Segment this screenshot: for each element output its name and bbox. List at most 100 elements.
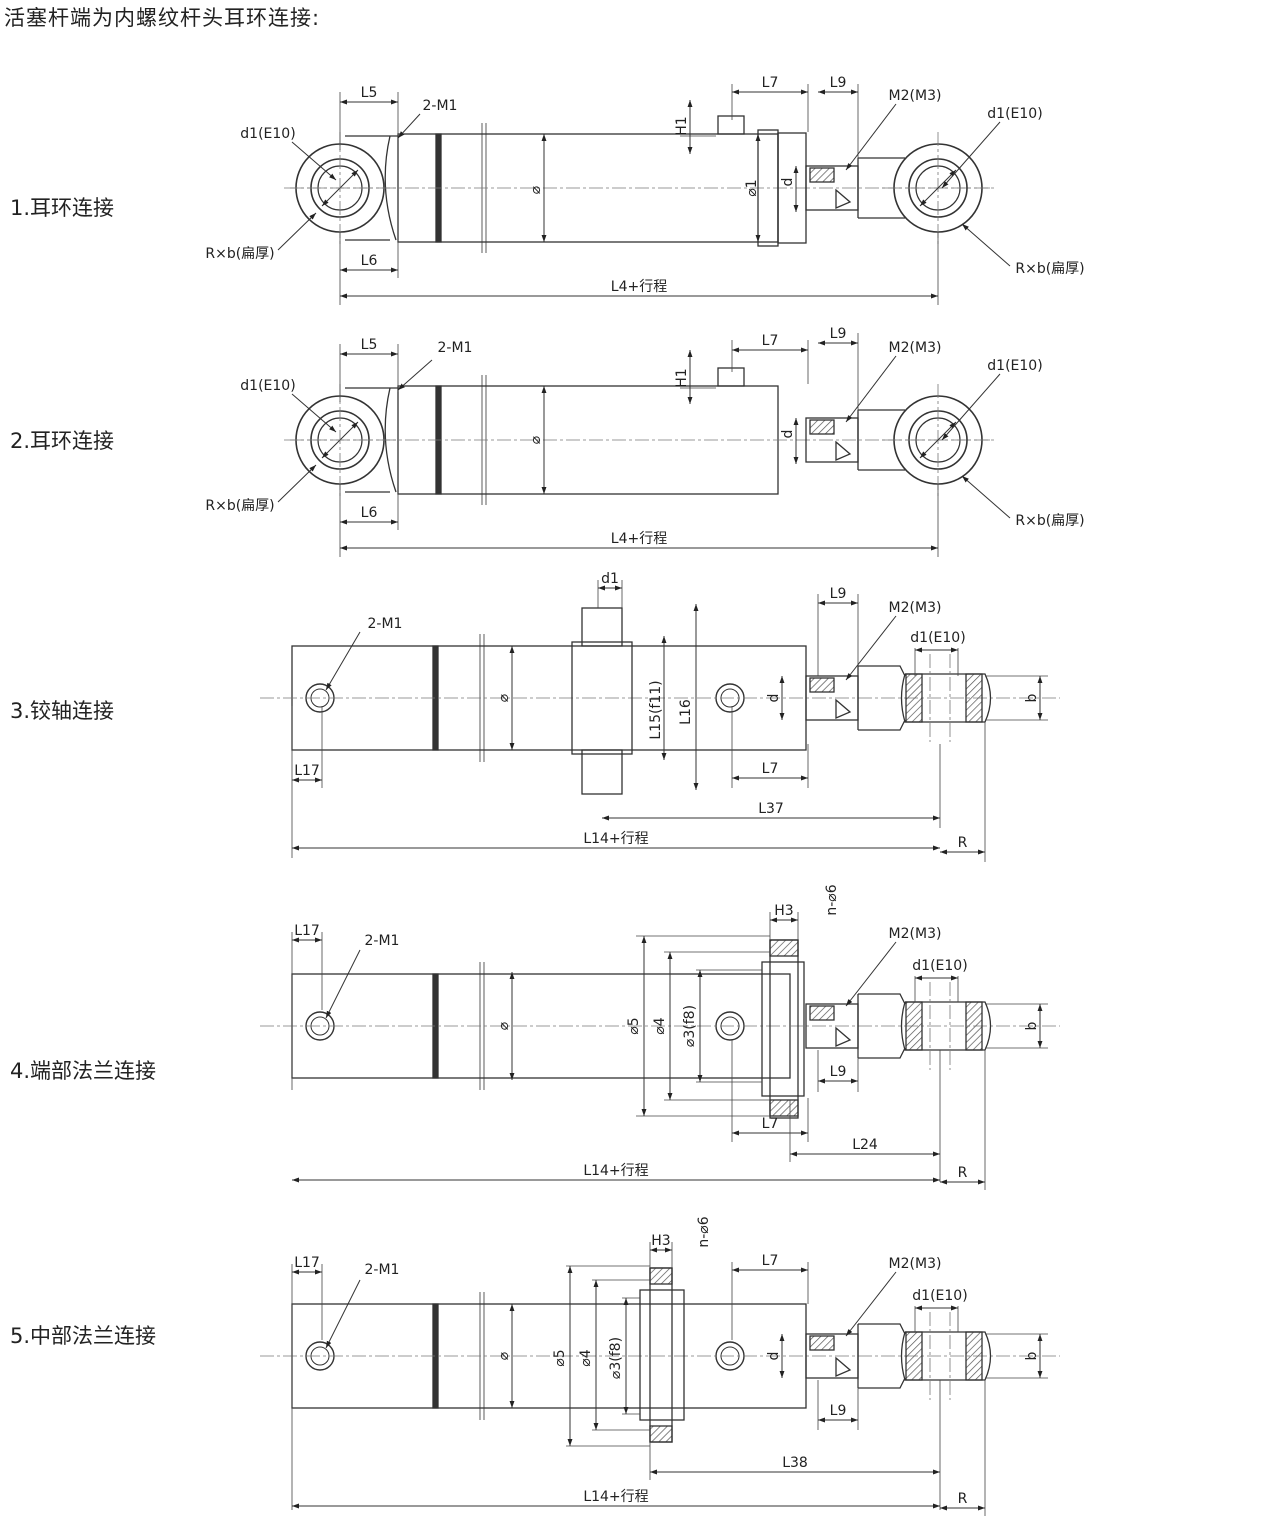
thread-chamfer xyxy=(835,1356,852,1377)
rod-eye-neck xyxy=(857,409,905,471)
leader-line xyxy=(845,615,897,681)
thread-chamfer xyxy=(835,188,852,209)
thread-hatch xyxy=(809,167,835,183)
dimension-label: d xyxy=(766,1352,782,1361)
dimension-label: d1 xyxy=(601,571,619,587)
dimension-label: L7 xyxy=(762,1116,779,1132)
leader-line xyxy=(941,121,1001,189)
leader-line xyxy=(277,464,317,503)
thread-hatch xyxy=(809,677,835,693)
dimension-label: d1(E10) xyxy=(910,630,965,646)
thread-chamfer xyxy=(835,440,852,461)
dimension-label: L9 xyxy=(830,586,847,602)
dimension-label: L17 xyxy=(294,923,320,939)
dimension-label: 2-M1 xyxy=(365,1262,400,1278)
dimension-label: d xyxy=(766,694,782,703)
dimension-label: n-⌀6 xyxy=(696,1216,712,1247)
dimension-label: ⌀ xyxy=(496,1021,512,1030)
dimension-label: H1 xyxy=(674,368,690,387)
trunnion-block xyxy=(571,641,633,755)
bore-hatch xyxy=(905,1001,923,1051)
leader-line xyxy=(845,941,897,1007)
bore-hatch xyxy=(965,1001,983,1051)
leader-line xyxy=(845,355,897,423)
thread-chamfer xyxy=(835,698,852,719)
leader-line xyxy=(325,1279,361,1349)
dimension-label: ⌀ xyxy=(496,1351,512,1360)
thread-hatch xyxy=(809,1005,835,1021)
port-boss xyxy=(717,115,745,135)
dimension-line xyxy=(919,421,957,459)
dimension-label: L17 xyxy=(294,1255,320,1271)
dimension-label: L5 xyxy=(361,85,378,101)
dimension-label: L7 xyxy=(762,1253,779,1269)
dimension-label: 2-M1 xyxy=(438,340,473,356)
dimension-label: L14+行程 xyxy=(583,831,648,847)
section-label-3: 3.铰轴连接 xyxy=(10,699,115,723)
thread-hatch xyxy=(809,1335,835,1351)
section-label-1: 1.耳环连接 xyxy=(10,196,115,220)
dimension-label: L16 xyxy=(678,699,694,725)
rod-end-neck xyxy=(857,1323,906,1389)
bolt-hole-hatch xyxy=(649,1425,673,1443)
dimension-label: ⌀4 xyxy=(652,1017,668,1034)
dimension-label: ⌀3(f8) xyxy=(682,1005,698,1047)
dimension-label: R xyxy=(958,1491,968,1507)
leader-line xyxy=(845,1271,897,1337)
dimension-label: H3 xyxy=(651,1233,670,1249)
section-label-5: 5.中部法兰连接 xyxy=(10,1324,157,1348)
dimension-label: H1 xyxy=(674,116,690,135)
flange-hub xyxy=(761,961,805,1097)
leader-line xyxy=(291,393,337,433)
dimension-label: L7 xyxy=(762,333,779,349)
dimension-label: d xyxy=(780,430,796,439)
leader-line xyxy=(845,103,897,171)
dimension-label: ⌀ xyxy=(528,435,544,444)
dimension-label: M2(M3) xyxy=(889,926,942,942)
dimension-label: L17 xyxy=(294,763,320,779)
dimension-label: d1(E10) xyxy=(240,378,295,394)
section-label-4: 4.端部法兰连接 xyxy=(10,1059,157,1083)
dimension-label: d1(E10) xyxy=(912,1288,967,1304)
dimension-label: ⌀ xyxy=(496,693,512,702)
dimension-label: R×b(扁厚) xyxy=(205,498,274,514)
dimension-label: d xyxy=(780,178,796,187)
dimension-label: ⌀4 xyxy=(578,1349,594,1366)
dimension-label: H3 xyxy=(774,903,793,919)
dimension-label: L7 xyxy=(762,761,779,777)
dimension-label: ⌀ xyxy=(528,185,544,194)
dimension-label: b xyxy=(1024,1021,1040,1030)
dimension-label: R xyxy=(958,835,968,851)
dimension-label: L24 xyxy=(852,1137,878,1153)
dimension-label: L9 xyxy=(830,75,847,91)
bore-hatch xyxy=(905,673,923,723)
leader-line xyxy=(961,223,1011,267)
dimension-label: L14+行程 xyxy=(583,1163,648,1179)
dimension-label: L9 xyxy=(830,1064,847,1080)
leader-line xyxy=(941,373,1001,441)
dimension-label: L4+行程 xyxy=(611,279,667,295)
dimension-label: ⌀1 xyxy=(744,179,760,196)
bore-hatch xyxy=(965,673,983,723)
dimension-label: M2(M3) xyxy=(889,1256,942,1272)
dimension-label: L37 xyxy=(758,801,784,817)
rod-end-neck xyxy=(857,665,906,731)
flange-plate xyxy=(769,939,799,1119)
dimension-label: M2(M3) xyxy=(889,340,942,356)
dimension-label: M2(M3) xyxy=(889,88,942,104)
dimension-label: M2(M3) xyxy=(889,600,942,616)
port-boss xyxy=(717,367,745,387)
dimension-label: R×b(扁厚) xyxy=(205,246,274,262)
dimension-label: d1(E10) xyxy=(240,126,295,142)
bolt-hole-hatch xyxy=(769,939,799,957)
thread-hatch xyxy=(809,419,835,435)
dimension-label: R×b(扁厚) xyxy=(1015,261,1084,277)
dimension-label: 2-M1 xyxy=(423,98,458,114)
dimension-label: L7 xyxy=(762,75,779,91)
dimension-label: d1(E10) xyxy=(987,358,1042,374)
section-label-2: 2.耳环连接 xyxy=(10,429,115,453)
leader-line xyxy=(277,212,317,251)
dimension-line xyxy=(919,169,957,207)
leader-line xyxy=(397,359,433,391)
bore-hatch xyxy=(905,1331,923,1381)
